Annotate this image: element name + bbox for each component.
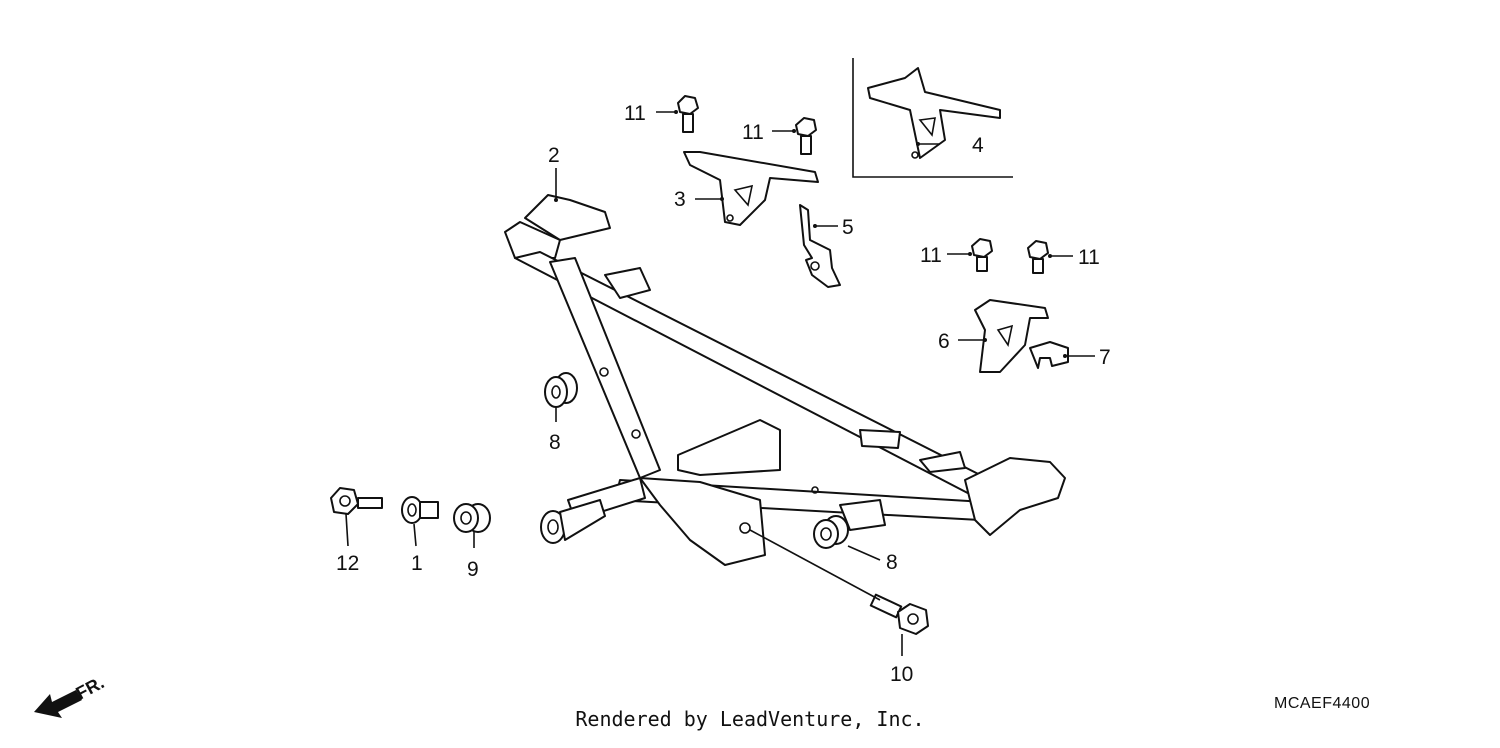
callout-10: 10 — [890, 663, 913, 686]
callout-4: 4 — [972, 134, 984, 157]
callout-2: 2 — [548, 144, 560, 167]
callout-8: 8 — [886, 551, 898, 574]
callout-8: 8 — [549, 431, 561, 454]
callout-12: 12 — [336, 552, 359, 575]
inset-box — [852, 58, 1013, 178]
callout-11: 11 — [624, 102, 646, 125]
stay-5-part[interactable] — [799, 204, 841, 288]
render-credit: Rendered by LeadVenture, Inc. — [575, 707, 925, 731]
bolt-10-part[interactable] — [869, 593, 929, 635]
callout-7: 7 — [1099, 346, 1111, 369]
clip-7-part[interactable] — [1029, 341, 1069, 369]
bolt-11-part[interactable] — [677, 95, 699, 133]
callout-5: 5 — [842, 216, 854, 239]
sub-frame-part[interactable] — [504, 194, 1066, 566]
bracket-3-part[interactable] — [683, 151, 819, 226]
bolt-11-part[interactable] — [795, 117, 817, 155]
rubber-8-part[interactable] — [544, 372, 578, 408]
callout-11: 11 — [920, 244, 942, 267]
callout-3: 3 — [674, 188, 686, 211]
bolt-12-part[interactable] — [330, 487, 383, 515]
callout-11: 11 — [742, 121, 764, 144]
rubber-9-part[interactable] — [453, 503, 491, 533]
bracket-4-part[interactable] — [867, 67, 1001, 159]
collar-1-part[interactable] — [401, 496, 439, 524]
callout-6: 6 — [938, 330, 950, 353]
front-direction-arrow-icon — [34, 690, 82, 718]
leader-lines — [345, 110, 1095, 656]
bracket-6-part[interactable] — [974, 299, 1049, 373]
bolt-11-part[interactable] — [971, 238, 993, 272]
callout-1: 1 — [411, 552, 423, 575]
diagram-code: MCAEF4400 — [1274, 695, 1371, 712]
rubber-8-part[interactable] — [813, 515, 849, 549]
callout-11: 11 — [1078, 246, 1100, 269]
callout-9: 9 — [467, 558, 479, 581]
bolt-11-part[interactable] — [1027, 240, 1049, 274]
